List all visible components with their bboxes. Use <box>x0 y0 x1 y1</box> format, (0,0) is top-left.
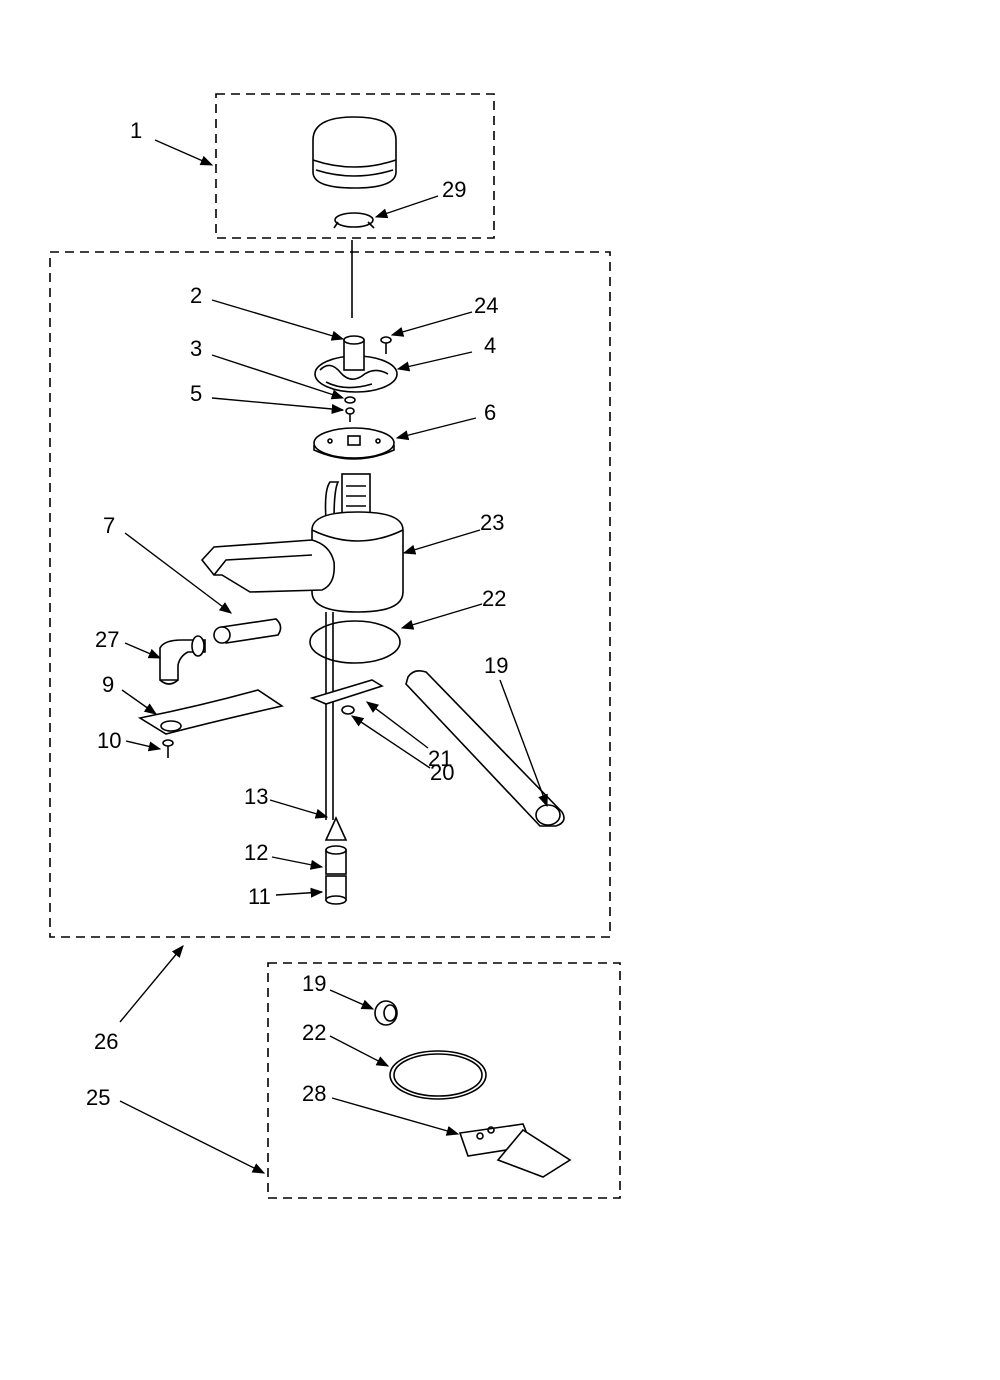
knob-part <box>312 116 397 189</box>
callout-3: 3 <box>190 336 202 361</box>
callout-11: 11 <box>248 884 271 909</box>
oring-part-3 <box>344 396 356 404</box>
callout-27: 27 <box>95 627 119 652</box>
callout-19-kit: 19 <box>302 971 326 996</box>
callout-7: 7 <box>103 513 115 538</box>
kit-sheet-part-28 <box>458 1123 572 1178</box>
aerator-part-7 <box>213 618 282 644</box>
callout-9: 9 <box>102 672 114 697</box>
connector-part-12 <box>325 845 347 875</box>
callout-26: 26 <box>94 1029 118 1054</box>
box-knob-assembly <box>215 93 495 239</box>
callout-labels: 1 29 2 24 3 4 5 6 7 23 22 27 9 19 10 21 … <box>86 118 508 1110</box>
callout-24: 24 <box>474 293 498 318</box>
side-tube-part-19 <box>405 670 565 827</box>
callout-22-kit: 22 <box>302 1020 326 1045</box>
plate-part-6 <box>313 427 395 460</box>
callout-22-upper: 22 <box>482 586 506 611</box>
kit-oring-part-22 <box>389 1050 487 1100</box>
callout-29: 29 <box>442 177 466 202</box>
elbow-part-27 <box>159 635 206 685</box>
callout-5: 5 <box>190 381 202 406</box>
screw-part-24 <box>380 336 392 354</box>
callout-25: 25 <box>86 1085 110 1110</box>
gasket-part-9 <box>137 689 284 735</box>
callout-10: 10 <box>97 728 121 753</box>
callout-6: 6 <box>484 400 496 425</box>
screw-part-5 <box>345 407 355 422</box>
cartridge-part <box>314 335 398 393</box>
callout-19-upper: 19 <box>484 653 508 678</box>
callout-1: 1 <box>130 118 142 143</box>
connector-part-11 <box>325 875 347 905</box>
callout-2: 2 <box>190 283 202 308</box>
oring-part-22-upper <box>309 620 401 664</box>
kit-clamp-part-19 <box>374 1000 398 1026</box>
faucet-body-part-23 <box>200 473 404 613</box>
box-faucet-assembly <box>49 251 611 938</box>
callout-13: 13 <box>244 784 268 809</box>
callout-20: 20 <box>430 760 454 785</box>
callout-4: 4 <box>484 333 496 358</box>
screw-part-10 <box>162 739 174 758</box>
clip-part-29 <box>333 212 375 229</box>
box-kit <box>267 962 621 1199</box>
screen-part-13 <box>324 816 348 841</box>
callout-23: 23 <box>480 510 504 535</box>
bracket-part-21 <box>309 679 384 715</box>
callout-12: 12 <box>244 840 268 865</box>
callout-21: 21 <box>428 746 452 771</box>
callout-28: 28 <box>302 1081 326 1106</box>
leader-lines <box>119 139 548 1174</box>
